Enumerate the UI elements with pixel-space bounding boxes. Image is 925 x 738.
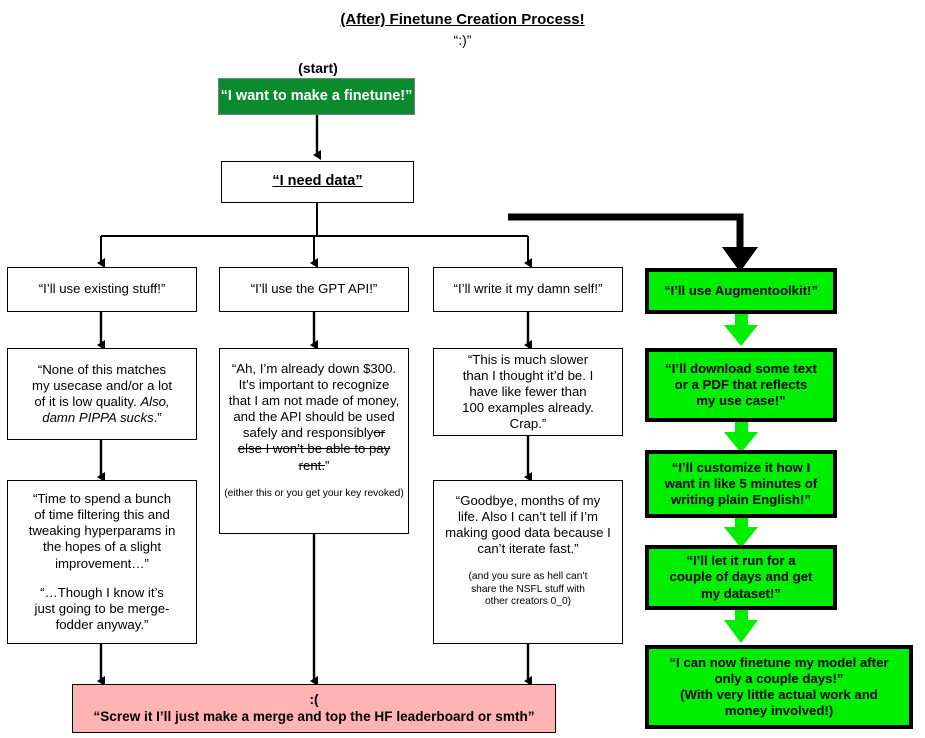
page-title: (After) Finetune Creation Process! <box>340 11 585 28</box>
text-seg-strike: or <box>373 425 386 441</box>
node-col4-step4[interactable]: “I can now finetune my model after only … <box>645 645 913 729</box>
text-line: It’s important to recognize <box>238 377 390 393</box>
text-line: Crap.” <box>509 416 547 432</box>
node-col2-step1[interactable]: “Ah, I’m already down $300. It’s importa… <box>219 348 409 534</box>
text-line-mixed: of it is low quality. Also, <box>8 394 196 410</box>
text-seg-italic: Also, <box>140 394 170 409</box>
text-line: tweaking hyperparams in <box>28 523 176 539</box>
text-line: only a couple days!” <box>714 670 844 686</box>
text-line: improvement…” <box>55 555 149 571</box>
node-col4-branch-text: “I’ll use Augmentoolkit!” <box>663 282 819 298</box>
text-line: of time filtering this and <box>34 507 170 523</box>
node-col1-step2[interactable]: “Time to spend a bunch of time filtering… <box>7 480 197 644</box>
text-line: “I’ll let it run for a <box>686 553 796 569</box>
text-line-strike: else I won’t be able to pay <box>237 441 391 457</box>
node-col4-branch[interactable]: “I’ll use Augmentoolkit!” <box>645 268 837 314</box>
text-line: money involved!) <box>724 703 834 719</box>
text-line: just going to be merge- <box>34 600 170 616</box>
text-line: have like fewer than <box>469 383 587 399</box>
text-line: my dataset!” <box>701 585 781 601</box>
node-col1-branch[interactable]: “I’ll use existing stuff!” <box>7 267 197 312</box>
node-col1-branch-text: “I’ll use existing stuff!” <box>38 281 166 297</box>
text-line: the hopes of a slight <box>42 539 162 555</box>
text-line: fodder anyway.” <box>55 616 149 632</box>
text-line: or a PDF that reflects <box>674 376 808 392</box>
text-line-mixed: safely and responsiblyor <box>220 425 408 441</box>
footnote: (either this or you get your key revoked… <box>224 487 404 499</box>
text-line: my use case!” <box>696 393 786 409</box>
text-line: “I’ll customize it how I <box>671 459 811 475</box>
text-line: “None of this matches <box>37 361 167 377</box>
text-line: writing plain English!” <box>671 492 811 508</box>
node-need-data-text: “I need data” <box>272 173 363 190</box>
text-line: “Time to spend a bunch <box>32 491 172 507</box>
text-seg: ” <box>324 457 330 473</box>
footnote: (and you sure as hell can’t <box>468 571 588 583</box>
text-line: my usecase and/or a lot <box>31 377 172 393</box>
node-col3-branch-text: “I’ll write it my damn self!” <box>453 281 603 297</box>
node-col4-step2[interactable]: “I’ll customize it how I want in like 5 … <box>645 450 837 518</box>
text-seg: of it is low quality. <box>34 394 137 409</box>
text-line: life. Also I can’t tell if I’m <box>458 509 598 525</box>
node-col3-step2[interactable]: “Goodbye, months of my life. Also I can’… <box>433 480 623 644</box>
text-line: (With very little actual work and <box>680 687 878 702</box>
text-line: “Screw it I’ll just make a merge and top… <box>93 708 535 724</box>
node-col2-branch[interactable]: “I’ll use the GPT API!” <box>219 267 409 312</box>
text-line: “Ah, I’m already down $300. <box>231 361 397 376</box>
text-line: want in like 5 minutes of <box>664 475 818 491</box>
text-seg-italic: damn PIPPA sucks <box>42 410 154 426</box>
text-seg: safely and responsibly <box>242 425 374 441</box>
page-subtitle: “:)” <box>453 32 472 48</box>
node-bad-ending[interactable]: :( “Screw it I’ll just make a merge and … <box>72 684 556 733</box>
node-col3-step1[interactable]: “This is much slower than I thought it’d… <box>433 348 623 436</box>
start-label: (start) <box>298 60 338 76</box>
text-line: “I’ll download some text <box>665 360 817 376</box>
node-col2-branch-text: “I’ll use the GPT API!” <box>250 281 378 297</box>
text-line: making good data because I <box>445 525 611 541</box>
text-line: “I can now finetune my model after <box>669 654 889 670</box>
text-line: :( <box>309 691 319 707</box>
text-line-mixed: rent.” <box>220 458 408 474</box>
text-line: and the API should be used <box>233 409 395 425</box>
node-col4-step3[interactable]: “I’ll let it run for a couple of days an… <box>645 545 837 610</box>
text-line: that I am not made of money, <box>228 393 400 409</box>
text-line: than I thought it’d be. I <box>462 367 594 383</box>
footnote: share the NSFL stuff with <box>471 583 585 595</box>
text-line: couple of days and get <box>669 569 813 585</box>
footnote: other creators 0_0) <box>484 595 572 607</box>
node-col4-step1[interactable]: “I’ll download some text or a PDF that r… <box>645 348 837 422</box>
text-line: “…Though I know it’s <box>40 584 164 600</box>
node-need-data[interactable]: “I need data” <box>221 161 414 203</box>
text-seg: .” <box>153 410 162 426</box>
node-col1-step1[interactable]: “None of this matches my usecase and/or … <box>7 348 197 440</box>
text-line: 100 examples already. <box>462 400 594 416</box>
node-col3-branch[interactable]: “I’ll write it my damn self!” <box>433 267 623 312</box>
text-line-mixed: damn PIPPA sucks.” <box>8 410 196 426</box>
node-start-text: “I want to make a finetune!” <box>220 87 413 104</box>
text-line: “Goodbye, months of my <box>455 493 601 508</box>
text-seg-strike: rent. <box>298 457 325 473</box>
text-line: “This is much slower <box>467 351 589 367</box>
node-start[interactable]: “I want to make a finetune!” <box>218 78 415 115</box>
text-line: can’t iterate fast.” <box>477 541 579 557</box>
